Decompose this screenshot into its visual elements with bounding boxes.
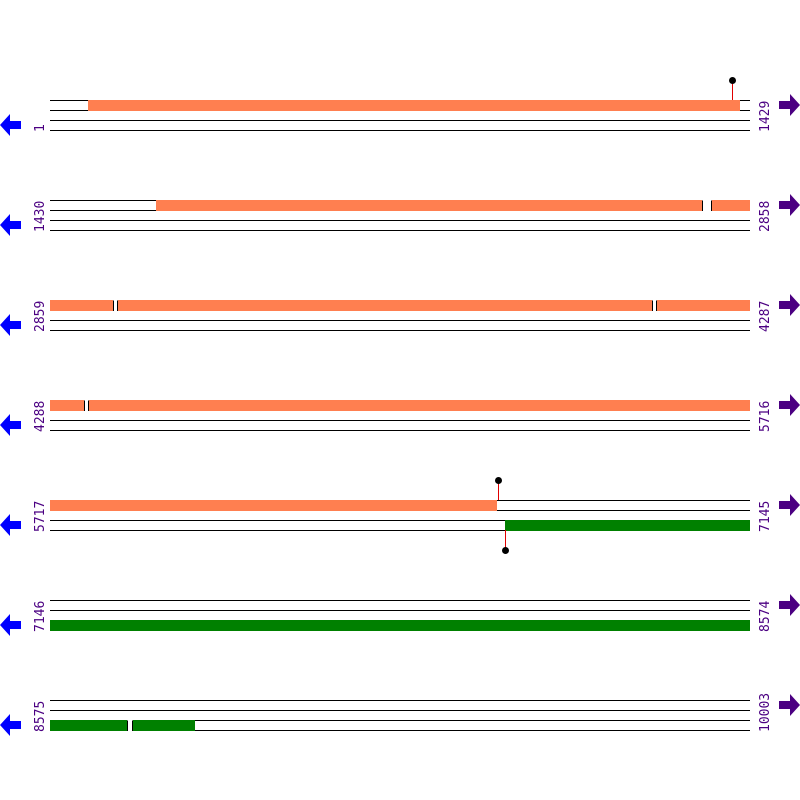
forward-orf-bar[interactable] [156, 200, 750, 211]
start-position-label: 5717 [33, 500, 48, 532]
stop-codon-gap [84, 400, 89, 411]
arrow-left-icon[interactable] [0, 714, 22, 736]
end-position-label: 7145 [758, 500, 773, 532]
end-position-label: 4287 [758, 300, 773, 332]
frame-line [50, 610, 750, 611]
frame-line [50, 420, 750, 421]
forward-orf-bar[interactable] [88, 100, 740, 111]
site-marker-line [498, 480, 499, 500]
site-marker-line [505, 530, 506, 550]
forward-orf-bar[interactable] [50, 300, 750, 311]
site-marker-dot[interactable] [495, 477, 502, 484]
arrow-right-icon[interactable] [778, 694, 800, 716]
frame-line [50, 600, 750, 601]
arrow-right-icon[interactable] [778, 294, 800, 316]
frame-line [50, 330, 750, 331]
arrow-right-icon[interactable] [778, 394, 800, 416]
start-position-label: 7146 [33, 600, 48, 632]
start-position-label: 1 [33, 124, 48, 132]
reverse-orf-bar[interactable] [50, 720, 195, 731]
frame-line [50, 700, 750, 701]
forward-orf-bar[interactable] [50, 400, 750, 411]
frame-line [50, 710, 750, 711]
frame-line [50, 730, 750, 731]
arrow-left-icon[interactable] [0, 114, 22, 136]
arrow-right-icon[interactable] [778, 94, 800, 116]
stop-codon-gap [652, 300, 657, 311]
stop-codon-gap [702, 200, 712, 211]
end-position-label: 8574 [758, 600, 773, 632]
frame-line [50, 320, 750, 321]
arrow-left-icon[interactable] [0, 214, 22, 236]
reverse-orf-bar[interactable] [505, 520, 750, 531]
frame-line [50, 430, 750, 431]
site-marker-line [732, 80, 733, 100]
frame-line [50, 230, 750, 231]
frame-line [50, 530, 750, 531]
end-position-label: 5716 [758, 400, 773, 432]
frame-line [50, 520, 750, 521]
arrow-right-icon[interactable] [778, 594, 800, 616]
end-position-label: 2858 [758, 200, 773, 232]
site-marker-dot[interactable] [502, 547, 509, 554]
start-position-label: 8575 [33, 700, 48, 732]
stop-codon-gap [127, 720, 133, 731]
arrow-left-icon[interactable] [0, 514, 22, 536]
sequence-row [0, 0, 800, 40]
forward-orf-bar[interactable] [50, 500, 497, 511]
arrow-right-icon[interactable] [778, 194, 800, 216]
frame-line [50, 720, 750, 721]
start-position-label: 2859 [33, 300, 48, 332]
frame-line [50, 120, 750, 121]
end-position-label: 10003 [758, 692, 773, 732]
start-position-label: 4288 [33, 400, 48, 432]
frame-line [50, 220, 750, 221]
stop-codon-gap [113, 300, 118, 311]
start-position-label: 1430 [33, 200, 48, 232]
arrow-left-icon[interactable] [0, 314, 22, 336]
site-marker-dot[interactable] [729, 77, 736, 84]
arrow-left-icon[interactable] [0, 614, 22, 636]
end-position-label: 1429 [758, 100, 773, 132]
arrow-right-icon[interactable] [778, 494, 800, 516]
reverse-orf-bar[interactable] [50, 620, 750, 631]
frame-line [50, 130, 750, 131]
arrow-left-icon[interactable] [0, 414, 22, 436]
